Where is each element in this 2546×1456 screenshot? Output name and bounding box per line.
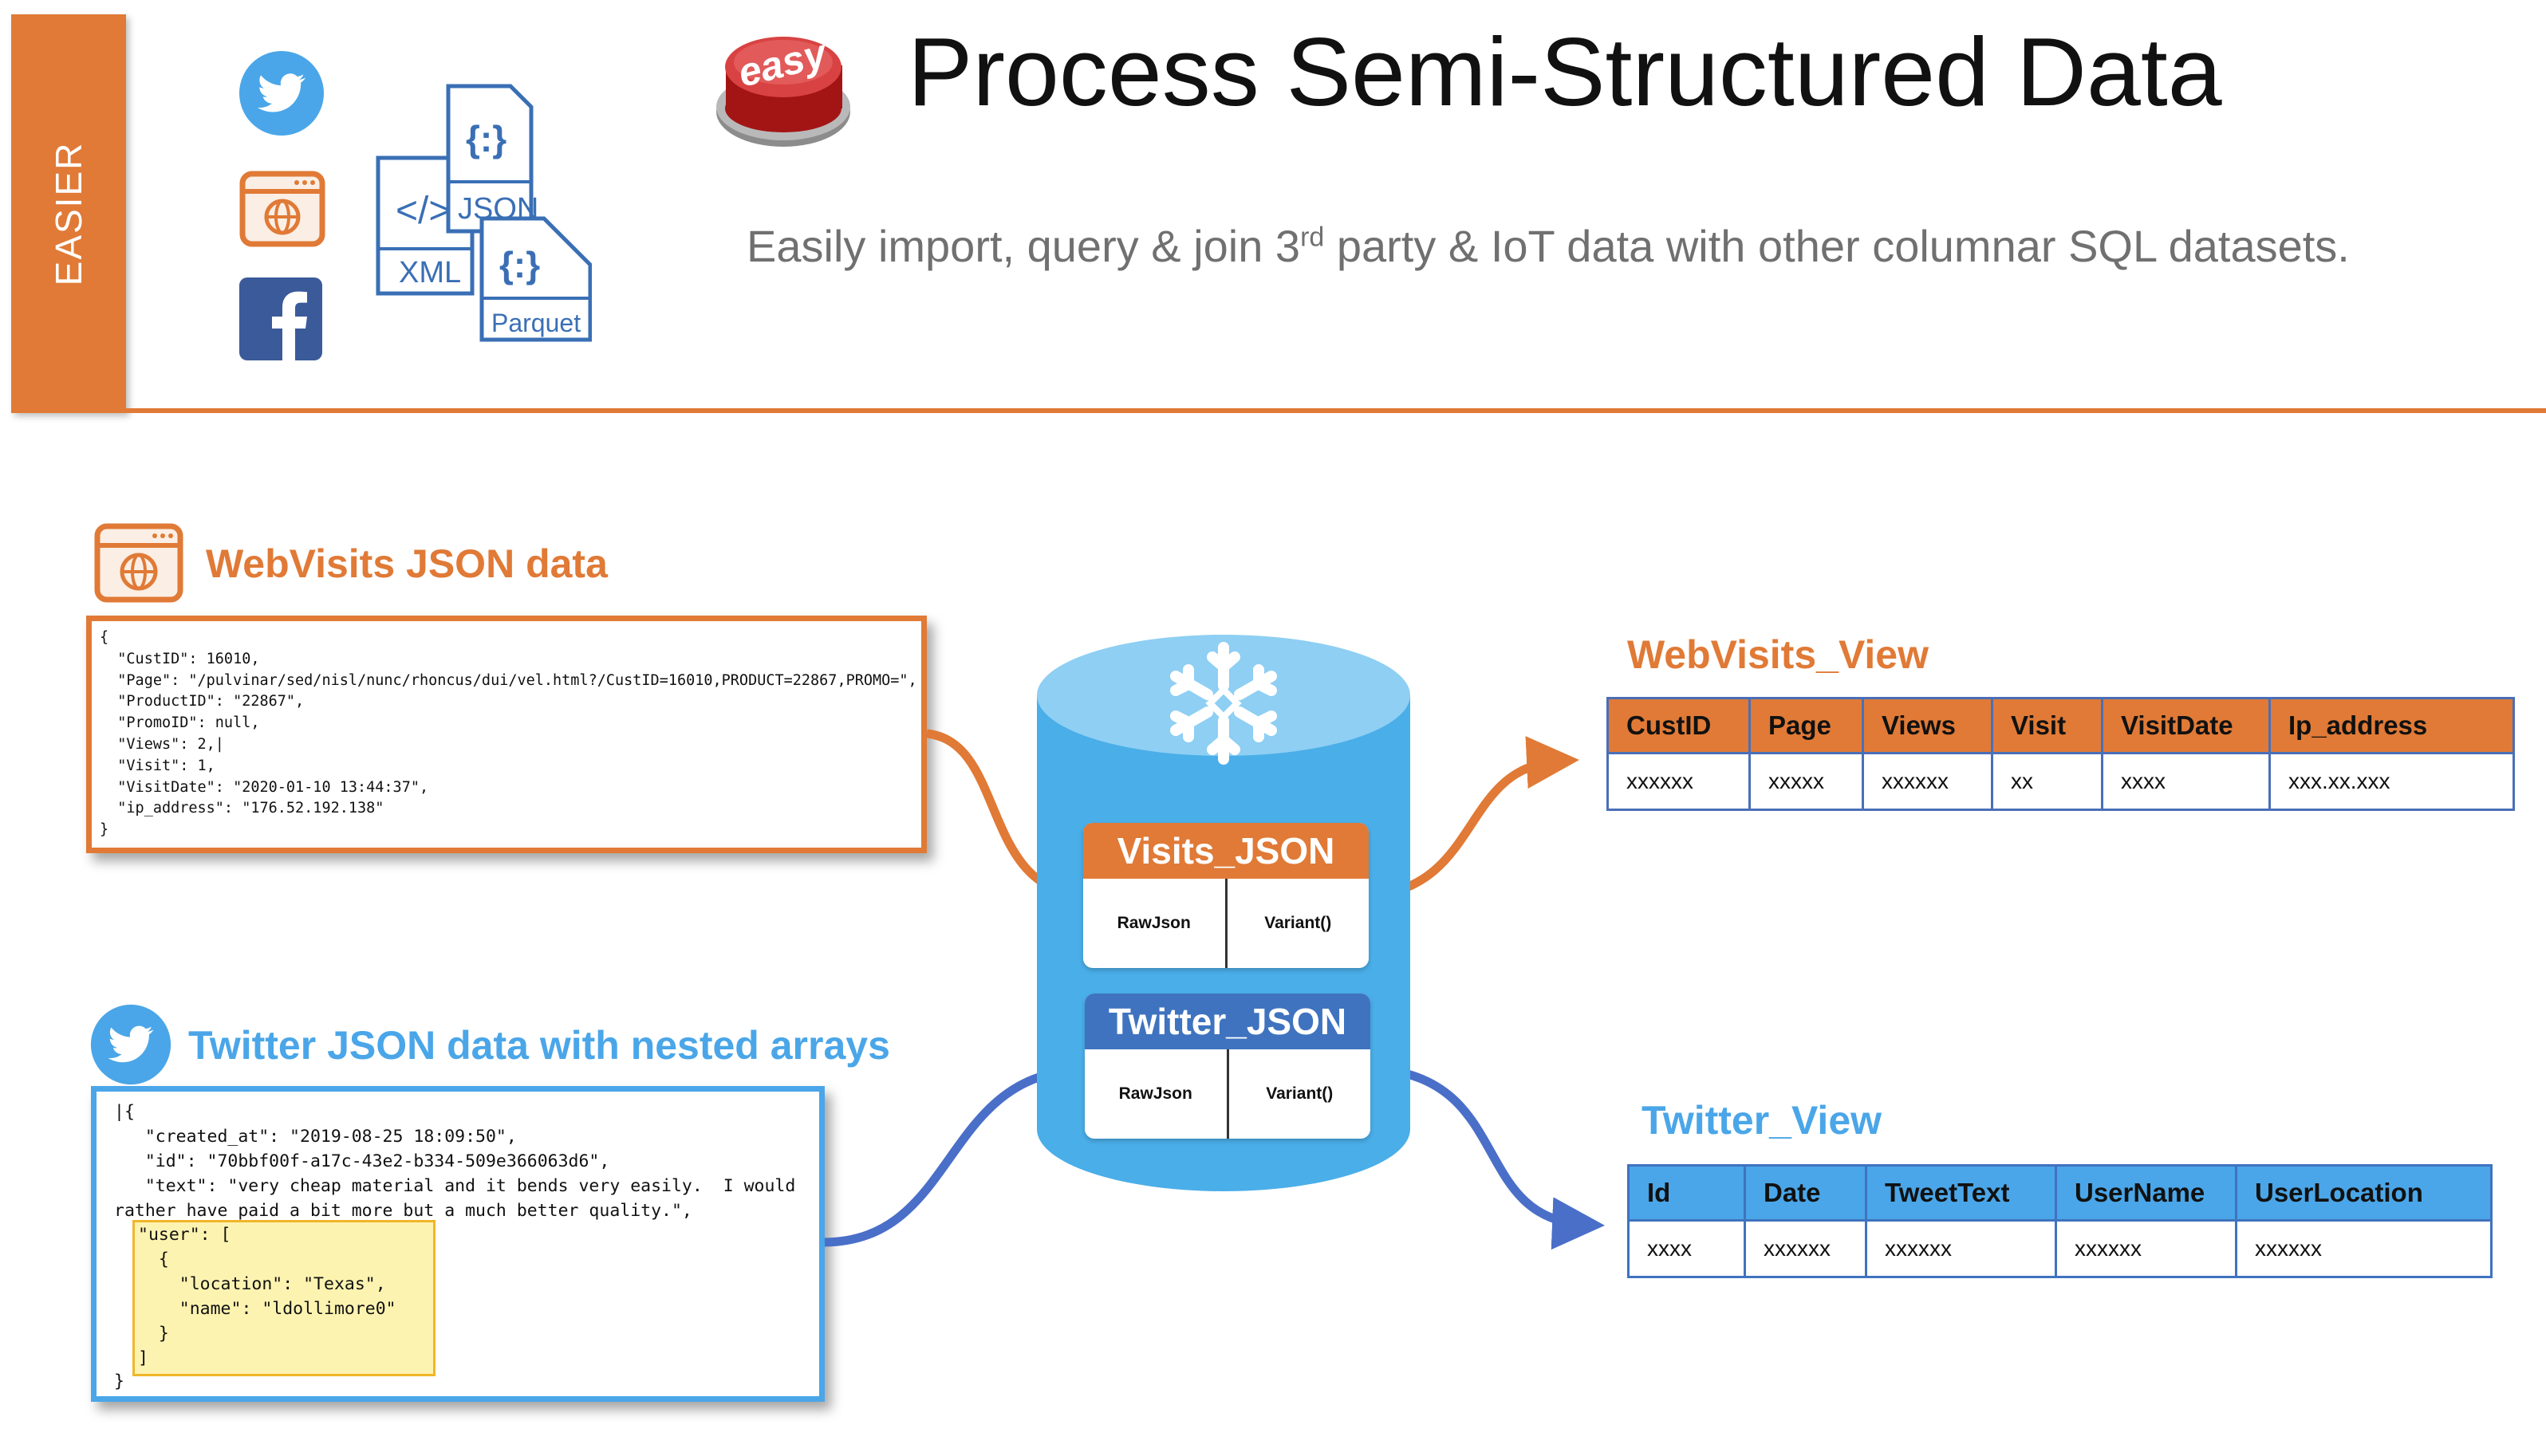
webvisits-view-title: WebVisits_View bbox=[1627, 632, 1929, 677]
column-header: Views bbox=[1862, 697, 1993, 754]
table-cell: xxxxxx bbox=[2055, 1219, 2237, 1278]
table-cell: xxxx bbox=[2101, 752, 2271, 811]
table-cell: xxxxxx bbox=[1606, 752, 1751, 811]
column-header: Visit bbox=[1991, 697, 2103, 754]
column-header: UserName bbox=[2055, 1164, 2237, 1222]
visits-json-stage-table[interactable]: Visits_JSON RawJson Variant() bbox=[1083, 823, 1369, 968]
webvisits-view-table: CustID Page Views Visit VisitDate Ip_add… bbox=[1606, 697, 2515, 811]
twitter-json-code: |{ "created_at": "2019-08-25 18:09:50", … bbox=[114, 1102, 796, 1221]
column-header: Ip_address bbox=[2268, 697, 2515, 754]
file-formats-icon: </> XML {:} JSON {:} Parquet bbox=[376, 84, 592, 342]
arrow-twitter-json-to-twitter-view bbox=[1371, 1064, 1605, 1250]
facebook-icon bbox=[239, 277, 322, 360]
twitter-json-closing: } bbox=[114, 1371, 124, 1391]
table-header-row: CustID Page Views Visit VisitDate Ip_add… bbox=[1606, 697, 2515, 754]
twitter-view-title: Twitter_View bbox=[1642, 1098, 1882, 1143]
web-browser-icon bbox=[239, 171, 325, 247]
arrow-twitter-to-twitter-json bbox=[824, 1045, 1096, 1247]
twitter-json-rawjson-column: RawJson bbox=[1118, 1084, 1192, 1103]
table-header-row: Id Date TweetText UserName UserLocation bbox=[1627, 1164, 2493, 1222]
webvisits-json-code: { "CustID": 16010, "Page": "/pulvinar/se… bbox=[100, 629, 917, 839]
column-header: TweetText bbox=[1865, 1164, 2057, 1222]
svg-text:Parquet: Parquet bbox=[491, 309, 581, 337]
table-cell: xxx.xx.xxx bbox=[2268, 752, 2515, 811]
visits-json-title: Visits_JSON bbox=[1083, 823, 1369, 879]
column-header: Date bbox=[1744, 1164, 1867, 1222]
web-browser-icon bbox=[94, 523, 183, 603]
table-cell: xxxxx bbox=[1748, 752, 1864, 811]
column-header: Page bbox=[1748, 697, 1864, 754]
twitter-json-stage-table[interactable]: Twitter_JSON RawJson Variant() bbox=[1085, 994, 1370, 1139]
twitter-icon bbox=[239, 51, 324, 136]
table-row: xxxxxx xxxxx xxxxxx xx xxxx xxx.xx.xxx bbox=[1606, 752, 2515, 811]
column-header: CustID bbox=[1606, 697, 1751, 754]
nested-array-highlight: "user": [ { "location": "Texas", "name":… bbox=[132, 1220, 436, 1376]
table-cell: xxxxxx bbox=[1862, 752, 1993, 811]
column-header: VisitDate bbox=[2101, 697, 2271, 754]
page-title: Process Semi-Structured Data bbox=[908, 18, 2222, 126]
table-row: xxxx xxxxxx xxxxxx xxxxxx xxxxxx bbox=[1627, 1219, 2493, 1278]
svg-text:{:}: {:} bbox=[499, 244, 540, 285]
table-cell: xxxx bbox=[1627, 1219, 1746, 1278]
svg-text:XML: XML bbox=[399, 256, 461, 289]
column-header: Id bbox=[1627, 1164, 1746, 1222]
svg-text:{:}: {:} bbox=[466, 118, 506, 159]
visits-json-rawjson-column: RawJson bbox=[1117, 914, 1191, 932]
snowflake-icon bbox=[1170, 642, 1277, 765]
twitter-json-variant-column: Variant() bbox=[1226, 1049, 1371, 1139]
table-cell: xxxxxx bbox=[2235, 1219, 2493, 1278]
table-cell: xx bbox=[1991, 752, 2103, 811]
webvisits-json-sample: { "CustID": 16010, "Page": "/pulvinar/se… bbox=[86, 616, 927, 853]
twitter-json-title: Twitter_JSON bbox=[1085, 994, 1370, 1049]
easy-button-icon[interactable]: easy bbox=[710, 16, 858, 153]
header-divider bbox=[126, 408, 2546, 413]
twitter-icon bbox=[90, 1004, 171, 1085]
side-tab: EASIER bbox=[11, 14, 126, 413]
visits-json-variant-column: Variant() bbox=[1224, 879, 1370, 968]
page-subtitle: Easily import, query & join 3rd party & … bbox=[747, 221, 2350, 271]
twitter-view-table: Id Date TweetText UserName UserLocation … bbox=[1627, 1164, 2493, 1278]
twitter-source-label: Twitter JSON data with nested arrays bbox=[188, 1023, 890, 1068]
webvisits-source-label: WebVisits JSON data bbox=[206, 541, 608, 586]
svg-text:</>: </> bbox=[396, 190, 451, 232]
twitter-user-array-code: "user": [ { "location": "Texas", "name":… bbox=[138, 1225, 396, 1368]
table-cell: xxxxxx bbox=[1865, 1219, 2057, 1278]
table-cell: xxxxxx bbox=[1744, 1219, 1867, 1278]
column-header: UserLocation bbox=[2235, 1164, 2493, 1222]
